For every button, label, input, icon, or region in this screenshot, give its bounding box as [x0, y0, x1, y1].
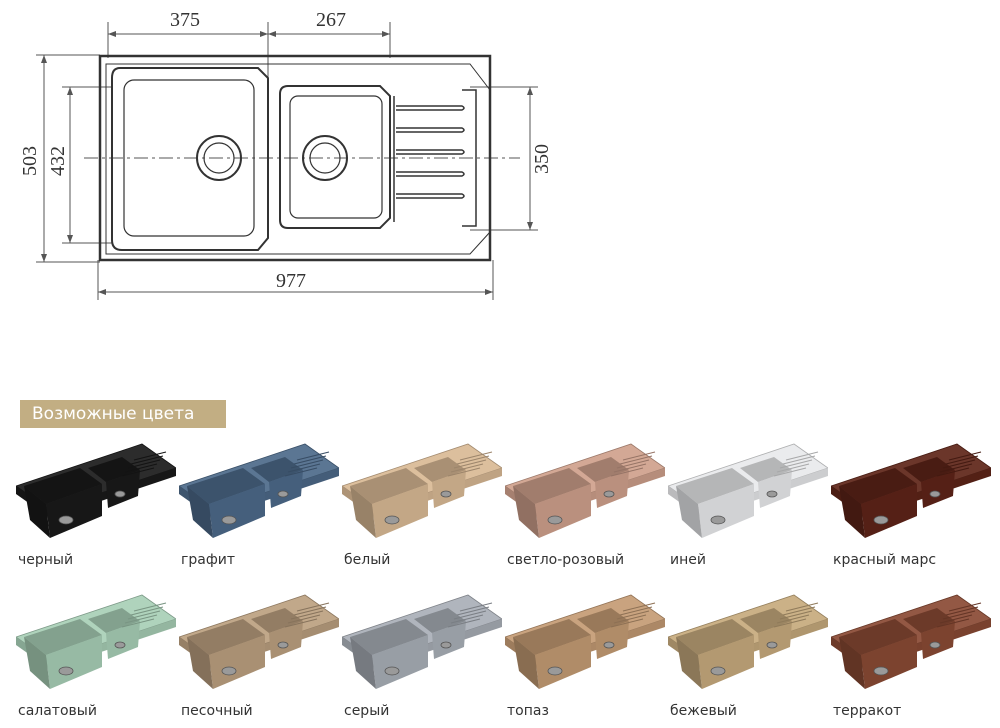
color-swatch-label: красный марс — [833, 552, 937, 568]
sink-color-preview — [668, 594, 828, 689]
sink-color-preview — [179, 443, 339, 538]
color-swatch[interactable]: топаз — [505, 589, 670, 719]
color-swatch-label: серый — [344, 703, 390, 719]
dim-bowl-depth: 350 — [531, 144, 553, 174]
dim-inner-depth: 432 — [47, 146, 69, 176]
sink-color-preview — [668, 443, 828, 538]
dim-right-bowl-width: 267 — [316, 9, 346, 31]
color-swatch[interactable]: песочный — [179, 589, 344, 719]
sink-color-preview — [505, 594, 665, 689]
dim-total-width: 977 — [276, 270, 306, 292]
color-swatch[interactable]: красный марс — [831, 438, 996, 568]
sink-color-preview — [342, 594, 502, 689]
color-swatch[interactable]: черный — [16, 438, 181, 568]
color-swatch[interactable]: иней — [668, 438, 833, 568]
color-swatch[interactable]: салатовый — [16, 589, 181, 719]
color-swatch-label: графит — [181, 552, 236, 568]
color-swatch[interactable]: бежевый — [668, 589, 833, 719]
color-swatch[interactable]: светло-розовый — [505, 438, 670, 568]
color-swatch-label: терракот — [833, 703, 902, 719]
color-swatch[interactable]: графит — [179, 438, 344, 568]
color-swatch[interactable]: серый — [342, 589, 507, 719]
color-swatch-label: иней — [670, 552, 706, 568]
color-swatch-label: светло-розовый — [507, 552, 625, 568]
sink-color-preview — [16, 443, 176, 538]
color-swatch[interactable]: терракот — [831, 589, 996, 719]
dim-left-bowl-width: 375 — [170, 9, 200, 31]
sink-technical-drawing: 375 267 977 503 432 350 — [19, 9, 553, 300]
color-swatch-label: бежевый — [670, 703, 737, 719]
color-swatch-label: белый — [344, 552, 391, 568]
dim-total-depth: 503 — [19, 146, 41, 176]
colors-section-title: Возможные цвета — [20, 400, 226, 428]
color-swatch-label: черный — [18, 552, 74, 568]
color-swatch[interactable]: белый — [342, 438, 507, 568]
color-swatch-label: топаз — [507, 703, 549, 719]
sink-color-preview — [16, 594, 176, 689]
color-swatch-label: песочный — [181, 703, 253, 719]
sink-color-preview — [831, 594, 991, 689]
sink-color-preview — [342, 443, 502, 538]
sink-color-preview — [831, 443, 991, 538]
sink-color-preview — [505, 443, 665, 538]
sink-color-preview — [179, 594, 339, 689]
color-swatch-label: салатовый — [18, 703, 97, 719]
